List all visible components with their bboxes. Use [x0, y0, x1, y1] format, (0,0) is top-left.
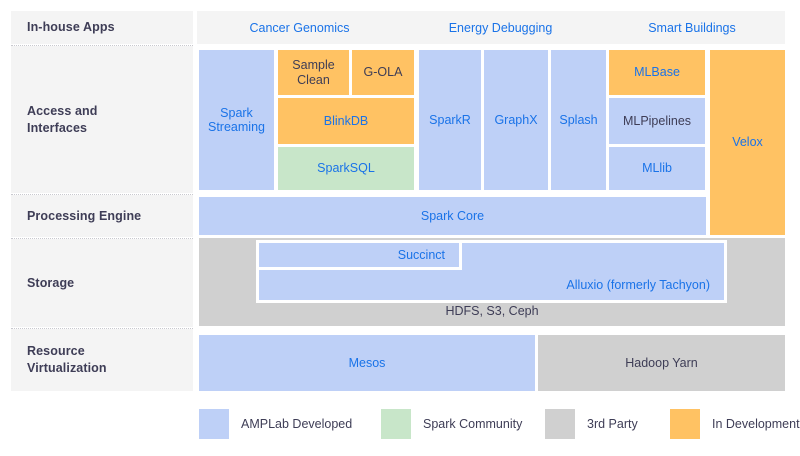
block-succinct[interactable]: Succinct	[256, 240, 462, 270]
block-label: SparkSQL	[317, 161, 375, 176]
block-spark-core[interactable]: Spark Core	[199, 197, 706, 235]
row-label-text: In-house Apps	[27, 20, 115, 35]
block-label: BlinkDB	[323, 113, 369, 128]
row-divider-3	[11, 238, 193, 239]
row-label-access-and-interfaces: Access and Interfaces	[11, 46, 193, 193]
app-smart-buildings: Smart Buildings	[599, 11, 785, 44]
block-label: Mesos	[348, 355, 386, 370]
block-label: SparkR	[429, 112, 471, 127]
app-header-band	[197, 11, 785, 44]
block-label: Spark Core	[420, 208, 485, 223]
block-label: Spark Streaming	[208, 105, 265, 134]
legend-item-in-development: In Development	[670, 408, 800, 440]
block-label: GraphX	[494, 112, 538, 127]
block-hadoop-yarn[interactable]: Hadoop Yarn	[538, 335, 785, 391]
legend-label: In Development	[712, 417, 800, 431]
row-divider-2	[11, 194, 193, 195]
legend-label: 3rd Party	[587, 417, 638, 431]
block-splash[interactable]: Splash	[551, 50, 606, 190]
legend-label: AMPLab Developed	[241, 417, 353, 431]
block-label: Velox	[732, 135, 763, 150]
legend-item-third-party: 3rd Party	[545, 408, 638, 440]
alluxio-succinct-seam-patch	[462, 240, 727, 273]
row-label-in-house-apps: In-house Apps	[11, 11, 193, 44]
row-label-processing-engine: Processing Engine	[11, 195, 193, 237]
row-divider-1	[11, 45, 193, 46]
block-mesos[interactable]: Mesos	[199, 335, 535, 391]
row-label-text: Access and Interfaces	[27, 103, 98, 135]
app-label: Cancer Genomics	[249, 20, 350, 35]
legend-item-spark-community: Spark Community	[381, 408, 522, 440]
block-sparksql[interactable]: SparkSQL	[278, 147, 414, 190]
block-g-ola[interactable]: G-OLA	[352, 50, 414, 95]
legend-swatch-spark-community	[381, 409, 411, 439]
row-label-text: Processing Engine	[27, 208, 142, 223]
block-label: MLlib	[642, 161, 672, 176]
row-label-resource-virtualization: Resource Virtualization	[11, 329, 193, 391]
block-label: Splash	[559, 112, 598, 127]
app-energy-debugging: Energy Debugging	[402, 11, 599, 44]
block-velox[interactable]: Velox	[710, 50, 785, 235]
block-label: Alluxio (formerly Tachyon)	[566, 277, 710, 292]
row-label-storage: Storage	[11, 239, 193, 327]
legend: AMPLab Developed Spark Community 3rd Par…	[0, 404, 800, 444]
row-label-text: Storage	[27, 275, 75, 290]
block-alluxio[interactable]: Alluxio (formerly Tachyon)	[256, 270, 727, 303]
row-label-text: Resource Virtualization	[27, 344, 107, 375]
app-label: Smart Buildings	[648, 20, 736, 35]
legend-swatch-in-development	[670, 409, 700, 439]
legend-swatch-amplab	[199, 409, 229, 439]
legend-label: Spark Community	[423, 417, 523, 431]
block-mlbase[interactable]: MLBase	[609, 50, 705, 95]
block-sparkr[interactable]: SparkR	[419, 50, 481, 190]
block-spark-streaming[interactable]: Spark Streaming	[199, 50, 274, 190]
block-label: HDFS, S3, Ceph	[445, 304, 539, 318]
block-label: Sample Clean	[292, 58, 335, 87]
legend-swatch-third-party	[545, 409, 575, 439]
block-graphx[interactable]: GraphX	[484, 50, 548, 190]
block-sample-clean[interactable]: Sample Clean	[278, 50, 349, 95]
block-mllib[interactable]: MLlib	[609, 147, 705, 190]
app-label: Energy Debugging	[448, 20, 553, 35]
app-cancer-genomics: Cancer Genomics	[197, 11, 402, 44]
block-label: G-OLA	[363, 65, 403, 80]
block-label: Succinct	[397, 247, 445, 262]
block-blinkdb[interactable]: BlinkDB	[278, 98, 414, 144]
block-mlpipelines[interactable]: MLPipelines	[609, 98, 705, 144]
legend-item-amplab-developed: AMPLab Developed	[199, 408, 352, 440]
row-divider-4	[11, 328, 193, 329]
block-label: Hadoop Yarn	[625, 355, 698, 370]
block-label: MLPipelines	[622, 113, 692, 128]
block-label: MLBase	[634, 65, 680, 80]
